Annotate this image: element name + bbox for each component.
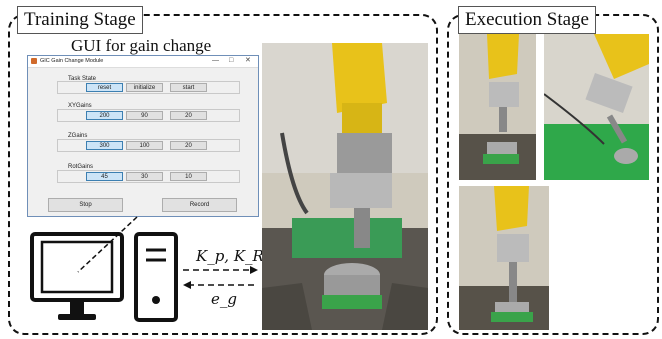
initialize-button[interactable]: initialize bbox=[126, 83, 163, 92]
record-button[interactable]: Record bbox=[162, 198, 237, 212]
minimize-button[interactable]: — bbox=[212, 57, 219, 64]
rot-gains-group bbox=[57, 170, 240, 183]
maximize-button[interactable]: □ bbox=[229, 57, 234, 64]
gui-caption: GUI for gain change bbox=[71, 36, 212, 55]
reset-button[interactable]: reset bbox=[86, 83, 123, 92]
z-gain-300-button[interactable]: 300 bbox=[86, 141, 123, 150]
app-icon bbox=[31, 58, 37, 64]
training-stage-frame bbox=[8, 14, 438, 335]
gain-change-window: GIC Gain Change Module — □ ✕ Task State … bbox=[27, 55, 259, 217]
execution-photo-3 bbox=[459, 186, 549, 330]
stop-button[interactable]: Stop bbox=[48, 198, 123, 212]
xy-gain-200-button[interactable]: 200 bbox=[86, 111, 123, 120]
task-state-group bbox=[57, 81, 240, 94]
z-gain-100-button[interactable]: 100 bbox=[126, 141, 163, 150]
execution-stage-label: Execution Stage bbox=[458, 6, 596, 34]
execution-photo-1 bbox=[459, 34, 536, 180]
error-arrow-label: e_g bbox=[211, 290, 237, 308]
rot-gain-30-button[interactable]: 30 bbox=[126, 172, 163, 181]
training-stage-label: Training Stage bbox=[17, 6, 143, 34]
z-gains-group bbox=[57, 139, 240, 152]
start-button[interactable]: start bbox=[170, 83, 207, 92]
training-robot-photo bbox=[262, 43, 428, 330]
rot-gain-10-button[interactable]: 10 bbox=[170, 172, 207, 181]
task-state-label: Task State bbox=[68, 76, 97, 82]
z-gains-label: ZGains bbox=[68, 133, 88, 139]
xy-gains-group bbox=[57, 109, 240, 122]
z-gain-20-button[interactable]: 20 bbox=[170, 141, 207, 150]
xy-gain-20-button[interactable]: 20 bbox=[170, 111, 207, 120]
computer-icon bbox=[30, 232, 178, 322]
gain-arrow-label: K_p, K_R bbox=[196, 247, 264, 265]
execution-photo-2 bbox=[544, 34, 649, 180]
window-titlebar: GIC Gain Change Module — □ ✕ bbox=[28, 56, 258, 68]
rot-gains-label: RotGains bbox=[68, 164, 94, 170]
xy-gain-90-button[interactable]: 90 bbox=[126, 111, 163, 120]
rot-gain-45-button[interactable]: 45 bbox=[86, 172, 123, 181]
window-title: GIC Gain Change Module bbox=[40, 58, 104, 64]
xy-gains-label: XYGains bbox=[68, 103, 92, 109]
close-button[interactable]: ✕ bbox=[245, 57, 251, 64]
